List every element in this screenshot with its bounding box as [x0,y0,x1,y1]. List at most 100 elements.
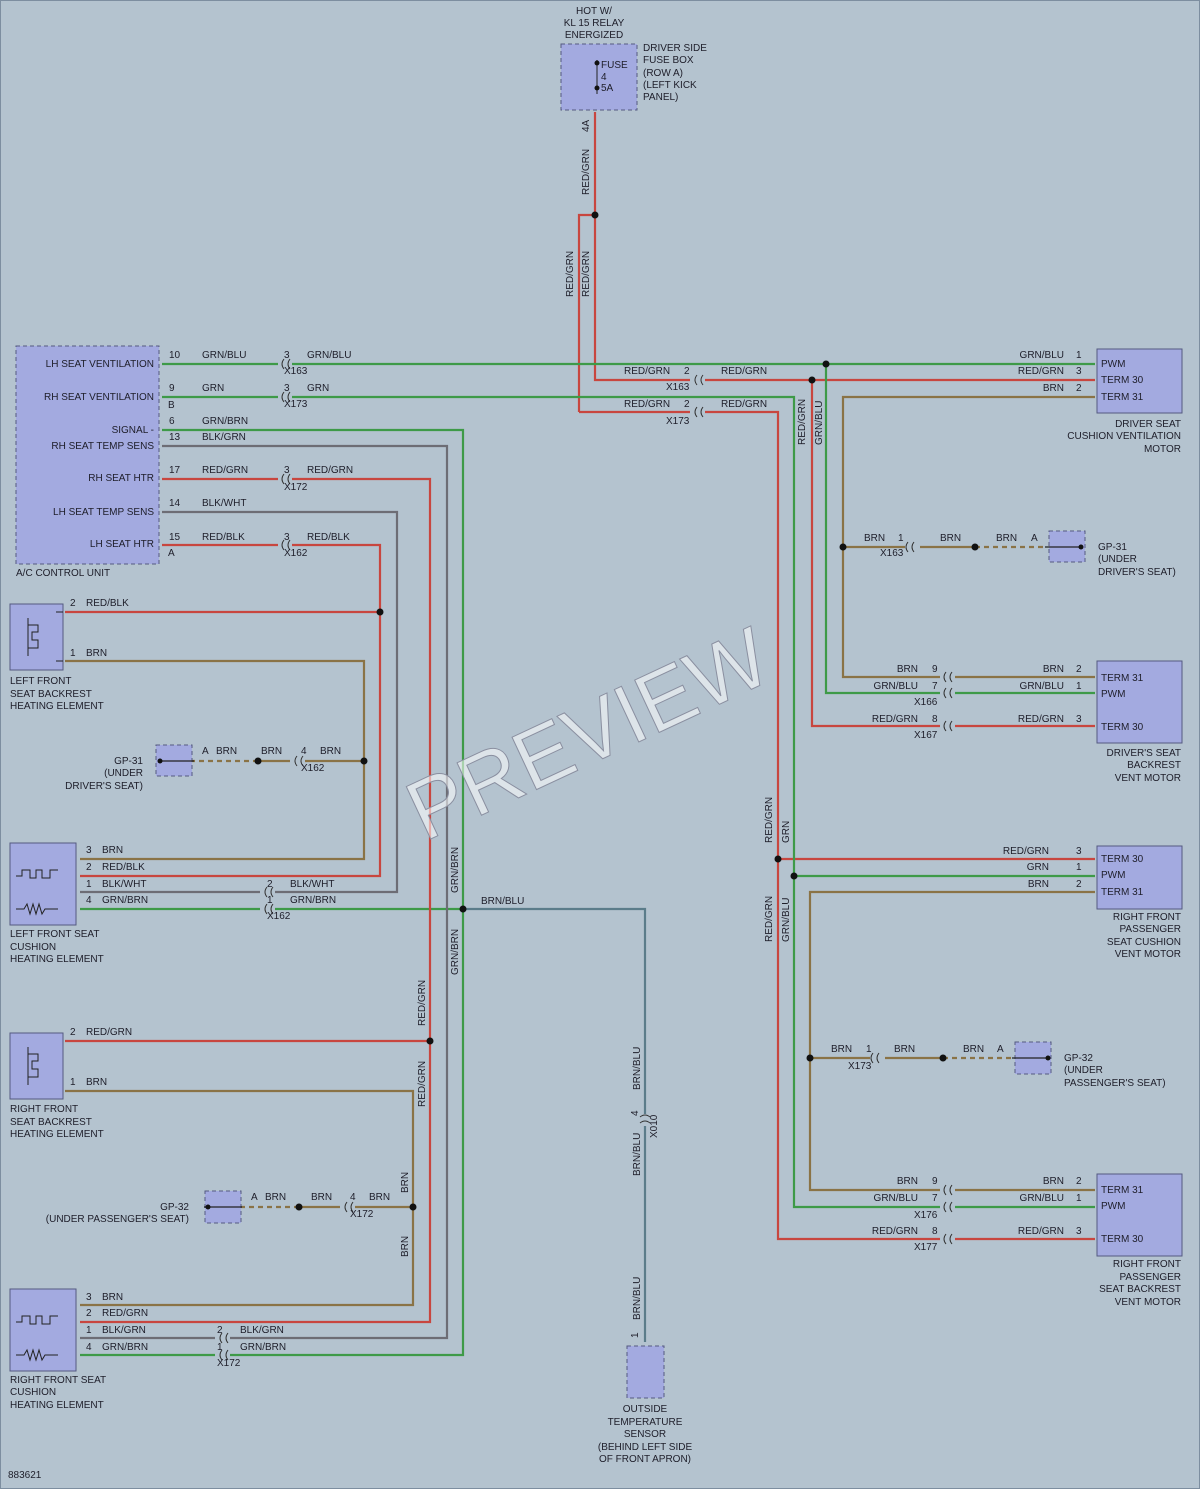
svg-text:RIGHT FRONT SEAT: RIGHT FRONT SEAT [10,1375,106,1386]
svg-text:BRN: BRN [369,1192,390,1203]
outside-temperature-sensor [626,1345,665,1399]
svg-text:RED/GRN: RED/GRN [417,1061,428,1107]
svg-text:BRN: BRN [897,664,918,675]
svg-text:HEATING ELEMENT: HEATING ELEMENT [10,1129,104,1140]
svg-text:A: A [251,1192,258,1203]
svg-text:GP-32: GP-32 [160,1202,189,1213]
acu-name: A/C CONTROL UNIT [16,568,110,579]
svg-text:1: 1 [86,879,92,890]
svg-text:RED/GRN: RED/GRN [797,399,808,445]
svg-text:X177: X177 [914,1242,938,1253]
svg-text:BRN: BRN [864,533,885,544]
svg-text:BLK/WHT: BLK/WHT [202,498,246,509]
wire-label-top-1: RED/GRN [581,149,592,195]
svg-text:GRN/BLU: GRN/BLU [202,350,246,361]
svg-text:1: 1 [1076,350,1082,361]
svg-text:GRN/BRN: GRN/BRN [202,416,248,427]
svg-text:3: 3 [86,1292,92,1303]
svg-text:RED/GRN: RED/GRN [721,399,767,410]
svg-text:4: 4 [86,895,92,906]
svg-text:X172: X172 [350,1209,374,1220]
gp31-right-ground: BRN 1 X163 BRN BRN A GP-31 (UNDER DRIVER… [864,530,1176,578]
svg-text:2: 2 [1076,383,1082,394]
svg-text:BRN: BRN [897,1176,918,1187]
svg-text:2: 2 [1076,1176,1082,1187]
svg-text:DRIVER'S SEAT: DRIVER'S SEAT [1106,748,1181,759]
svg-text:4: 4 [86,1342,92,1353]
svg-text:BRN/BLU: BRN/BLU [632,1047,643,1090]
svg-text:BRN: BRN [102,1292,123,1303]
svg-text:HEATING ELEMENT: HEATING ELEMENT [10,701,104,712]
svg-text:TERM 30: TERM 30 [1101,854,1144,865]
hot-label-1: HOT W/ [576,6,612,17]
svg-text:7: 7 [932,681,938,692]
svg-text:GRN/BRN: GRN/BRN [102,895,148,906]
fusebox-label-4: (LEFT KICK [643,80,697,91]
svg-text:A: A [997,1044,1004,1055]
svg-text:1: 1 [70,648,76,659]
svg-text:GRN/BLU: GRN/BLU [874,1193,918,1204]
svg-text:BRN: BRN [1028,879,1049,890]
svg-text:BLK/GRN: BLK/GRN [202,432,246,443]
acu-lh-htr: LH SEAT HTR [90,539,154,550]
svg-text:X163: X163 [880,548,904,559]
wire-blkgrn [162,444,449,1340]
svg-text:2: 2 [267,879,273,890]
svg-text:1: 1 [866,1044,872,1055]
svg-text:10: 10 [169,350,181,361]
svg-text:RED/GRN: RED/GRN [764,896,775,942]
svg-text:GP-31: GP-31 [114,756,143,767]
fuse-label-1: FUSE [601,60,628,71]
passenger-cushion-vent-motor [1096,845,1183,910]
wire-label-top-2: RED/GRN [565,251,576,297]
svg-text:RED/GRN: RED/GRN [307,465,353,476]
svg-text:GRN/BRN: GRN/BRN [102,1342,148,1353]
svg-text:1: 1 [267,895,273,906]
svg-text:RIGHT FRONT: RIGHT FRONT [1113,1259,1181,1270]
svg-text:RED/GRN: RED/GRN [202,465,248,476]
wire-brn-pass [808,890,1095,1192]
svg-text:BRN: BRN [265,1192,286,1203]
svg-text:X166: X166 [914,697,938,708]
svg-text:8: 8 [932,714,938,725]
svg-text:3: 3 [86,845,92,856]
svg-text:RED/GRN: RED/GRN [1018,714,1064,725]
gp32-right-ground: BRN 1 X173 BRN BRN A GP-32 (UNDER PASSEN… [831,1041,1166,1089]
svg-text:X010: X010 [649,1114,660,1138]
wire-blkwht [162,510,399,894]
wire-grn-main [292,395,940,1209]
svg-text:PWM: PWM [1101,870,1125,881]
left-backrest-heating-element: 2 RED/BLK 1 BRN LEFT FRONT SEAT BACKREST… [9,598,129,712]
dsv-pwm: PWM [1101,359,1125,370]
svg-text:X173: X173 [666,416,690,427]
fuse-box: FUSE 4 5A [560,43,638,111]
svg-text:BRN: BRN [86,1077,107,1088]
driver-backrest-vent-motor [1096,660,1183,744]
gp32-left-ground: GP-32 (UNDER PASSENGER'S SEAT) A BRN BRN… [46,1190,390,1225]
wire-grnblu-driver-back [824,364,940,695]
wire-label-top-3: RED/GRN [581,251,592,297]
wire-brn-driver [841,395,1095,679]
svg-text:BRN: BRN [400,1172,411,1193]
svg-text:SEAT BACKREST: SEAT BACKREST [10,1117,92,1128]
fusebox-label-5: PANEL) [643,92,678,103]
svg-text:BRN: BRN [1043,383,1064,394]
fusebox-label-2: FUSE BOX [643,55,694,66]
svg-text:2: 2 [86,1308,92,1319]
acu-rh-vent: RH SEAT VENTILATION [44,392,154,403]
svg-text:RED/GRN: RED/GRN [624,399,670,410]
svg-text:RED/BLK: RED/BLK [307,532,350,543]
svg-text:8: 8 [932,1226,938,1237]
svg-text:15: 15 [169,532,181,543]
dsv-t30: TERM 30 [1101,375,1144,386]
svg-text:3: 3 [284,532,290,543]
svg-text:BLK/WHT: BLK/WHT [290,879,334,890]
svg-text:9: 9 [932,1176,938,1187]
svg-text:X172: X172 [217,1358,241,1369]
svg-text:BRN: BRN [261,746,282,757]
svg-text:SEAT CUSHION: SEAT CUSHION [1107,937,1181,948]
svg-text:SENSOR: SENSOR [624,1429,666,1440]
svg-text:LEFT FRONT: LEFT FRONT [10,676,71,687]
svg-text:7: 7 [932,1193,938,1204]
